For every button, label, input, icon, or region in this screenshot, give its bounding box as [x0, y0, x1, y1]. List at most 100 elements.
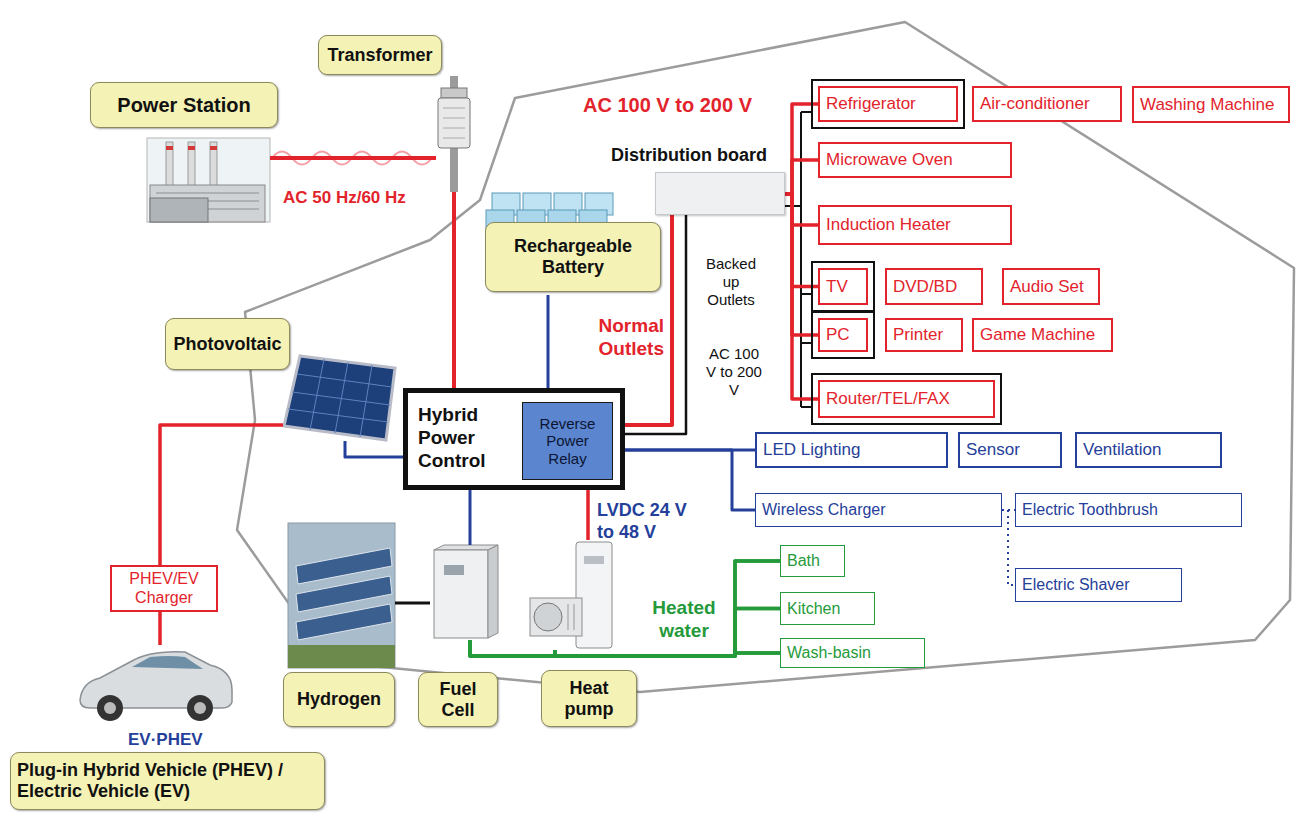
power-line — [785, 194, 818, 225]
power-line — [586, 490, 590, 540]
node-label: Power Station — [90, 82, 278, 128]
power-line — [555, 561, 780, 656]
hot-water-outlet-box: Wash-basin — [780, 638, 925, 668]
house-outline — [237, 22, 1294, 692]
power-line — [470, 561, 780, 656]
ac-appliance-box: Game Machine — [972, 318, 1113, 352]
annotation-label: Backed up Outlets — [698, 255, 764, 309]
charger-box: PHEV/EV Charger — [110, 565, 218, 612]
car-hub — [194, 702, 206, 714]
annotation-label: LVDC 24 V to 48 V — [597, 500, 707, 543]
node-label: Sensor — [966, 440, 1020, 460]
hot-water-outlet-box: Kitchen — [780, 592, 875, 625]
power-line — [785, 194, 818, 287]
dc-device-box: Sensor — [958, 432, 1062, 468]
node-label: Audio Set — [1010, 277, 1084, 297]
node-label: Hydrogen — [283, 672, 395, 727]
ac-appliance-box: Router/TEL/FAX — [818, 380, 995, 418]
annotation-label: EV·PHEV — [128, 730, 203, 750]
node-label: Game Machine — [980, 325, 1095, 345]
heat-pump-fan — [534, 603, 562, 631]
fuel-cell-front — [434, 550, 488, 638]
pictured-part: Transformer — [436, 76, 472, 192]
node-label: Photovoltaic — [165, 318, 290, 370]
node-label: Kitchen — [787, 600, 840, 618]
dc-device-box: Ventilation — [1075, 432, 1222, 468]
pictured-part: Plug-in Hybrid Vehicle (PHEV) / Electric… — [75, 645, 235, 723]
node-label: Wireless Charger — [762, 501, 886, 519]
plant-front — [150, 198, 208, 222]
heat-pump-tank-panel — [584, 556, 604, 564]
power-line — [470, 609, 780, 657]
power-line — [158, 612, 162, 645]
annotation-label: AC 100 V to 200 V — [583, 93, 752, 117]
pictured-part: Hydrogen — [288, 523, 395, 668]
power-line — [1002, 510, 1015, 585]
node-label: Induction Heater — [826, 215, 951, 235]
annotation-label: Normal Outlets — [590, 315, 664, 361]
power-line — [270, 156, 436, 160]
node-label: Refrigerator — [826, 94, 916, 114]
node-label: PHEV/EV Charger — [118, 570, 210, 607]
car-hub — [104, 702, 116, 714]
ac-appliance-box: TV — [818, 268, 868, 305]
fuel-cell-panel — [444, 565, 464, 575]
node-label: Plug-in Hybrid Vehicle (PHEV) / Electric… — [10, 752, 325, 810]
heat-pump-grille — [568, 604, 574, 630]
ac-appliance-box: Induction Heater — [818, 205, 1012, 245]
node-label: PC — [826, 325, 850, 345]
heat-pump-outdoor-unit — [530, 598, 582, 636]
solar-panel — [284, 356, 395, 440]
pictured-part: Fuel Cell — [430, 545, 500, 640]
annotation-label: Heated water — [645, 597, 723, 643]
plant-building — [150, 185, 265, 222]
power-line — [785, 194, 818, 399]
annotation-label: AC 50 Hz/60 Hz — [283, 188, 406, 208]
car-wheel — [187, 695, 213, 721]
transformer-ribs — [443, 108, 465, 138]
dc-device-box: Electric Toothbrush — [1015, 493, 1242, 527]
node-label: Air-conditioner — [980, 94, 1090, 114]
ac-appliance-box: Air-conditioner — [972, 86, 1122, 122]
dc-device-box: LED Lighting — [755, 432, 948, 468]
dc-device-box: Wireless Charger — [755, 493, 1002, 527]
ac-appliance-box: DVD/BD — [885, 268, 983, 305]
transformer-cap — [441, 88, 467, 98]
node-label: Washing Machine — [1140, 95, 1275, 115]
power-line — [555, 650, 780, 656]
ac-appliance-box: Audio Set — [1002, 268, 1100, 305]
distribution-board: Distribution board — [655, 172, 785, 215]
hydrogen-photo — [288, 523, 395, 668]
ac-appliance-box: Refrigerator — [818, 86, 958, 122]
node-label: Heat pump — [541, 670, 637, 727]
node-label: Distribution board — [611, 145, 767, 166]
connector-group — [160, 104, 1015, 656]
power-line — [785, 194, 818, 335]
power-line — [395, 602, 430, 605]
power-line — [547, 295, 550, 388]
pictured-part: Heat pump — [530, 540, 620, 650]
car-wheel — [97, 695, 123, 721]
ac-appliance-box: Microwave Oven — [818, 142, 1012, 178]
hot-water-outlet-box: Bath — [780, 545, 845, 577]
hydrogen-ground — [288, 645, 395, 668]
power-line — [452, 192, 456, 388]
node-label: Wash-basin — [787, 644, 871, 662]
pictured-part: Photovoltaic — [283, 355, 395, 441]
node-label: TV — [826, 277, 848, 297]
power-line — [469, 490, 472, 545]
node-label: Microwave Oven — [826, 150, 953, 170]
node-label: Electric Shaver — [1022, 576, 1130, 594]
ac-appliance-box: PC — [818, 318, 868, 352]
power-station-sky — [147, 138, 270, 222]
ac-appliance-box: Washing Machine — [1132, 86, 1290, 123]
chimney-stripe — [188, 146, 195, 150]
hydrogen-panel — [296, 604, 392, 640]
node-label: DVD/BD — [893, 277, 957, 297]
annotation-label: AC 100 V to 200 V — [703, 345, 765, 399]
pictured-part: Power Station — [147, 138, 270, 222]
pictured-part: Rechargeable Battery — [485, 193, 665, 295]
node-label: Hybrid Power Control — [418, 404, 518, 472]
